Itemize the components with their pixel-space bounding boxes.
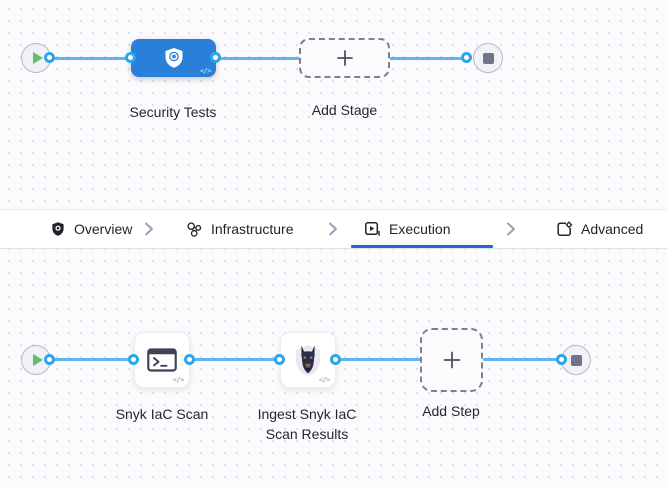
tab-label: Execution [389, 221, 451, 237]
connector-dot [128, 354, 139, 365]
code-icon: </> [172, 376, 185, 384]
execution-icon [364, 221, 381, 238]
connector-line [50, 358, 134, 361]
pipeline-end-node [473, 43, 503, 73]
stage-config-tab-bar: Overview Infrastructure Execution [0, 209, 667, 249]
tab-label: Infrastructure [211, 221, 294, 237]
add-step-label: Add Step [422, 403, 480, 419]
overview-shield-icon [50, 221, 66, 237]
stage-node-security-tests[interactable]: </> [131, 39, 216, 77]
connector-line [483, 358, 562, 361]
connector-dot [330, 354, 341, 365]
play-icon [32, 354, 43, 366]
tab-label: Overview [74, 221, 133, 237]
chevron-right-icon [505, 222, 517, 236]
step-node-snyk-iac-scan[interactable]: </> [134, 332, 190, 388]
chevron-right-icon [143, 222, 155, 236]
connector-dot [210, 52, 221, 63]
tab-label: Advanced [581, 221, 644, 237]
add-stage-label: Add Stage [311, 102, 378, 118]
terminal-icon [147, 348, 177, 372]
active-tab-underline [351, 245, 493, 248]
step-label: Snyk IaC Scan [115, 406, 209, 422]
tab-execution[interactable]: Execution [364, 210, 450, 248]
advanced-icon [556, 220, 573, 238]
code-icon: </> [318, 376, 331, 384]
connector-dot [556, 354, 567, 365]
stop-icon [570, 354, 582, 366]
connector-dot [184, 354, 195, 365]
connector-dot [44, 354, 55, 365]
connector-line [50, 57, 132, 60]
connector-line [336, 358, 421, 361]
stop-icon [482, 52, 494, 64]
plus-icon [441, 349, 463, 371]
step-node-ingest-snyk-iac-scan-results[interactable]: </> [280, 332, 336, 388]
stage-label: Security Tests [129, 104, 217, 120]
chevron-right-icon [327, 222, 339, 236]
step-label: Ingest Snyk IaC Scan Results [257, 406, 357, 442]
connector-line [216, 57, 300, 60]
connector-dot [274, 354, 285, 365]
connector-dot [461, 52, 472, 63]
snyk-dog-icon [293, 343, 323, 377]
connector-line [389, 57, 467, 60]
connector-dot [44, 52, 55, 63]
code-icon: </> [199, 67, 212, 75]
add-step-button[interactable] [420, 328, 483, 392]
tab-overview[interactable]: Overview [50, 210, 132, 248]
tab-infrastructure[interactable]: Infrastructure [186, 210, 293, 248]
play-icon [32, 52, 43, 64]
add-stage-button[interactable] [299, 38, 390, 78]
security-shield-icon [162, 46, 186, 70]
infrastructure-icon [186, 221, 203, 238]
stage-canvas[interactable]: </> Security Tests Add Stage [0, 0, 667, 209]
connector-dot [125, 52, 136, 63]
step-canvas[interactable]: </> </> Snyk IaC Scan [0, 247, 667, 487]
connector-line [190, 358, 281, 361]
tab-advanced[interactable]: Advanced [556, 210, 643, 248]
plus-icon [335, 48, 355, 68]
